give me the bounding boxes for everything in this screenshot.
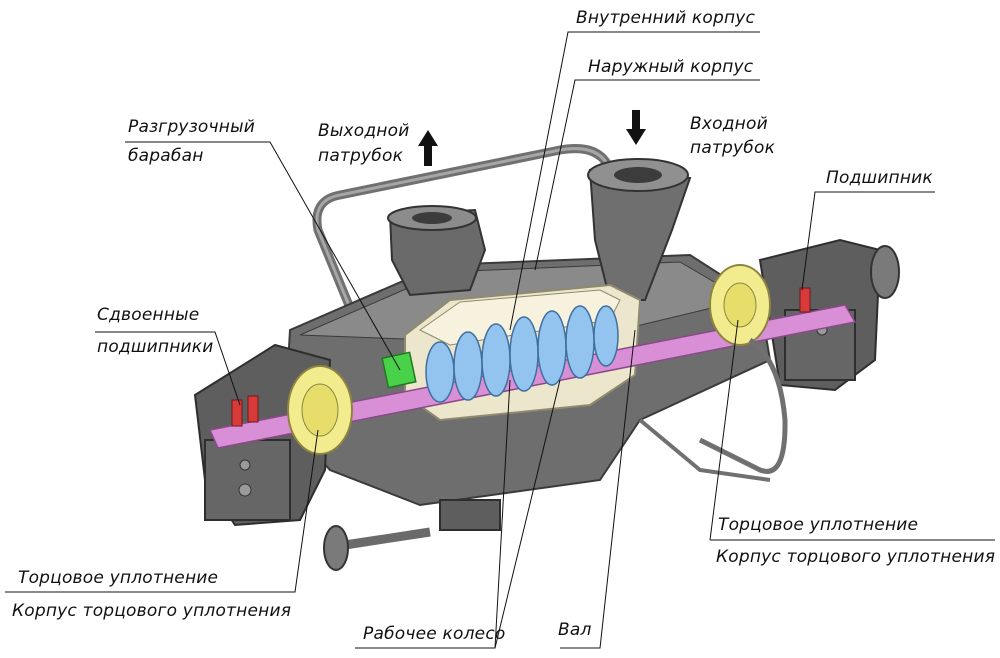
inlet-nozzle xyxy=(587,158,692,301)
label-balance-drum-line1: Разгрузочный xyxy=(128,117,255,137)
label-outlet-line2: патрубок xyxy=(318,146,404,166)
label-seal-housing-right: Корпус торцового уплотнения xyxy=(716,547,996,567)
label-inlet-line1: Входной xyxy=(690,114,768,134)
label-dual-bearings-line2: подшипники xyxy=(97,337,214,357)
left-dual-bearings xyxy=(231,395,259,427)
leader-lines xyxy=(5,31,995,649)
label-outlet-line1: Выходной xyxy=(318,121,410,141)
shaft-end-flange xyxy=(870,245,900,299)
impeller-stack xyxy=(425,305,619,403)
label-outer-casing: Наружный корпус xyxy=(588,57,754,77)
right-bearing xyxy=(799,287,811,313)
balance-drum xyxy=(381,351,417,389)
label-balance-drum-line2: барабан xyxy=(128,146,204,166)
arrow-down-icon xyxy=(626,110,646,145)
label-seal-housing-left: Корпус торцового уплотнения xyxy=(12,601,292,621)
label-inner-casing: Внутренний корпус xyxy=(576,8,756,28)
label-mech-seal-right: Торцовое уплотнение xyxy=(718,515,919,535)
arrow-up-icon xyxy=(418,130,438,166)
label-impeller: Рабочее колесо xyxy=(363,624,506,644)
label-mech-seal-left: Торцовое уплотнение xyxy=(18,568,219,588)
label-dual-bearings-line1: Сдвоенные xyxy=(97,305,200,325)
label-bearing: Подшипник xyxy=(826,168,933,188)
pump-illustration xyxy=(193,144,900,571)
label-shaft: Вал xyxy=(558,620,592,640)
outlet-nozzle xyxy=(387,205,487,297)
coupling-flange xyxy=(323,525,431,571)
label-inlet-line2: патрубок xyxy=(690,138,776,158)
